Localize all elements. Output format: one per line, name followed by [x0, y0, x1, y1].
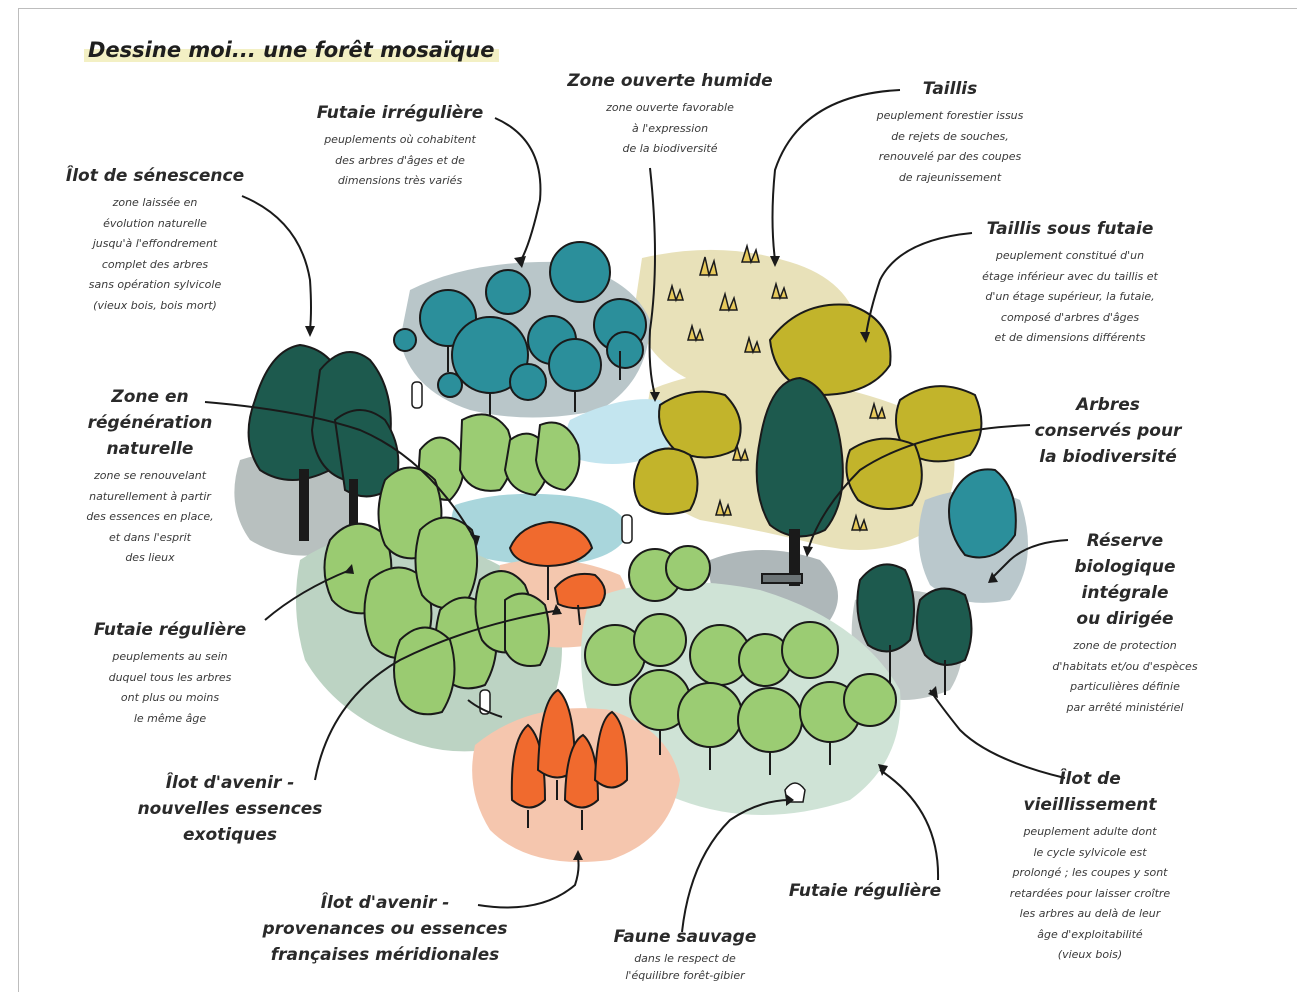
taillis-sous-futaie-title: Taillis sous futaie	[986, 219, 1154, 239]
label-ilot-avenir-exotiques: Îlot d'avenir - nouvelles essences exoti…	[120, 770, 340, 848]
futaie-irreguliere-trees	[393, 241, 647, 420]
futaie-irreguliere-title: Futaie irrégulière	[316, 103, 484, 123]
water-zone	[566, 399, 675, 464]
label-faune-sauvage: Faune sauvage dans le respect de l'équil…	[590, 924, 780, 984]
label-taillis-sous-futaie: Taillis sous futaie peuplement constitué…	[940, 216, 1200, 349]
zone-ouverte-title: Zone ouverte humide	[567, 71, 773, 91]
label-ilot-senescence: Îlot de sénescence zone laissée en évolu…	[50, 163, 260, 316]
reserve-biologique-desc: zone de protection d'habitats et/ou d'es…	[1052, 639, 1198, 714]
label-reserve-biologique: Réserve biologique intégrale ou dirigée …	[1015, 528, 1235, 718]
ilot-senescence-desc: zone laissée en évolution naturelle jusq…	[88, 196, 222, 312]
leader-arrows	[204, 89, 1069, 933]
label-arbres-conserves: Arbres conservés pour la biodiversité	[1018, 392, 1198, 470]
zone-regeneration-title: Zone en régénération naturelle	[87, 387, 213, 459]
arbres-conserves-title: Arbres conservés pour la biodiversité	[1034, 395, 1182, 467]
senescence-zone	[234, 452, 358, 556]
zone-regeneration-desc: zone se renouvelant naturellement à part…	[86, 469, 214, 564]
label-futaie-irreguliere: Futaie irrégulière peuplements où cohabi…	[290, 100, 510, 192]
page-title: Dessine moi... une forêt mosaïque	[84, 38, 499, 62]
label-taillis: Taillis peuplement forestier issus de re…	[835, 76, 1065, 188]
label-ilot-vieillissement: Îlot de vieillissement peuplement adulte…	[970, 766, 1210, 966]
frame-top-border	[18, 8, 1297, 9]
futaie-reguliere-left-desc: peuplements au sein duquel tous les arbr…	[108, 650, 232, 725]
futaie-reguliere-left-title: Futaie régulière	[93, 620, 247, 640]
zone-ouverte-desc: zone ouverte favorable à l'expression de…	[606, 101, 734, 155]
label-futaie-reguliere-left: Futaie régulière peuplements au sein duq…	[70, 617, 270, 729]
frame-left-border	[18, 8, 19, 992]
ilot-vieillissement-desc: peuplement adulte dont le cycle sylvicol…	[1009, 825, 1171, 961]
central-orange-trees	[508, 520, 606, 626]
taillis-sous-futaie-trees	[633, 303, 983, 515]
taillis-desc: peuplement forestier issus de rejets de …	[876, 109, 1024, 184]
futaie-reguliere-bottom-title: Futaie régulière	[788, 881, 942, 901]
regeneration-trees	[416, 413, 581, 502]
reserve-trees	[856, 468, 1017, 695]
ilot-vieillissement-title: Îlot de vieillissement	[1023, 769, 1157, 815]
faune-sauvage-title: Faune sauvage	[613, 927, 757, 947]
reserve-biologique-title: Réserve biologique intégrale ou dirigée	[1074, 531, 1176, 629]
faune-sauvage-desc: dans le respect de l'équilibre forêt-gib…	[625, 952, 745, 982]
label-zone-ouverte-humide: Zone ouverte humide zone ouverte favorab…	[555, 68, 785, 160]
taillis-sous-futaie-desc: peuplement constitué d'un étage inférieu…	[982, 249, 1158, 344]
ilot-avenir-exotiques-title: Îlot d'avenir - nouvelles essences exoti…	[137, 773, 323, 845]
ilot-senescence-title: Îlot de sénescence	[65, 166, 245, 186]
label-ilot-avenir-meridionales: Îlot d'avenir - provenances ou essences …	[250, 890, 520, 968]
taillis-shoots	[667, 243, 887, 533]
senescence-trees	[247, 343, 400, 541]
futaie-reguliere-left-trees	[323, 466, 550, 716]
futaie-irreguliere-desc: peuplements où cohabitent des arbres d'â…	[324, 133, 476, 187]
meridionales-trees	[510, 688, 629, 830]
futaie-reguliere-bottom-trees	[584, 545, 897, 775]
arrow-heads	[305, 256, 998, 860]
arbres-conserves-tree	[755, 376, 844, 586]
ilot-avenir-meridionales-title: Îlot d'avenir - provenances ou essences …	[262, 893, 508, 965]
label-futaie-reguliere-bottom: Futaie régulière	[775, 878, 955, 904]
label-zone-regeneration: Zone en régénération naturelle zone se r…	[50, 384, 250, 569]
taillis-title: Taillis	[922, 79, 978, 99]
